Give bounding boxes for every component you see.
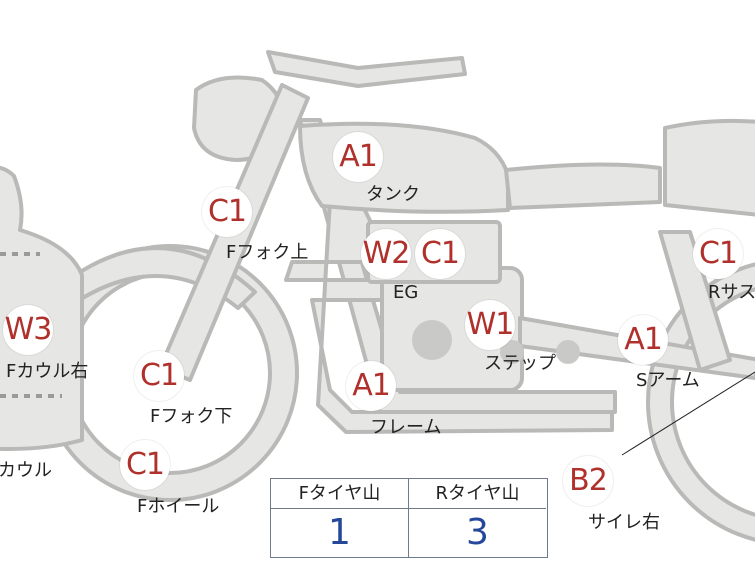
- engine-code-badge-1: W2: [361, 229, 411, 279]
- muffler-right-label: サイレ右: [588, 512, 660, 533]
- fcowl-right-code-badge: W3: [3, 305, 53, 355]
- front-tire-header: Fタイヤ山: [271, 479, 409, 509]
- front-tire-value: 1: [271, 509, 409, 557]
- ffork-upper-code-badge: C1: [202, 187, 252, 237]
- tire-tread-table: Fタイヤ山 Rタイヤ山 1 3: [270, 478, 548, 558]
- rear-tire-header: Rタイヤ山: [409, 479, 546, 509]
- seat-shape: [504, 162, 662, 210]
- muffler-leader-line: [621, 371, 755, 456]
- cowl-label: カウル: [0, 460, 52, 481]
- tank-label: タンク: [366, 184, 420, 205]
- engine-label: EG: [393, 282, 419, 303]
- swingarm-code-badge: A1: [618, 315, 668, 365]
- ffork-upper-label: Fフォク上: [226, 242, 309, 263]
- tank-code-badge: A1: [333, 132, 383, 182]
- fwheel-label: Fホイール: [137, 496, 220, 517]
- rear-shock-shape: [658, 230, 732, 372]
- rsus-label: Rサス: [708, 282, 755, 303]
- fwheel-code-badge: C1: [120, 440, 170, 490]
- handlebar-shape: [266, 50, 467, 88]
- muffler-right-code-badge: B2: [563, 456, 613, 506]
- fcowl-right-label: Fカウル右: [6, 361, 89, 382]
- rear-cowl-shape: [663, 118, 755, 217]
- rsus-code-badge: C1: [693, 229, 743, 279]
- frame-label: フレーム: [370, 417, 442, 438]
- ffork-lower-label: Fフォク下: [150, 406, 233, 427]
- frame-code-badge: A1: [346, 361, 396, 411]
- ffork-lower-code-badge: C1: [134, 351, 184, 401]
- rear-tire-value: 3: [466, 512, 489, 553]
- step-code-badge: W1: [465, 300, 515, 350]
- engine-code-badge-2: C1: [415, 229, 465, 279]
- swingarm-label: Sアーム: [636, 370, 700, 391]
- step-label: ステップ: [484, 353, 556, 374]
